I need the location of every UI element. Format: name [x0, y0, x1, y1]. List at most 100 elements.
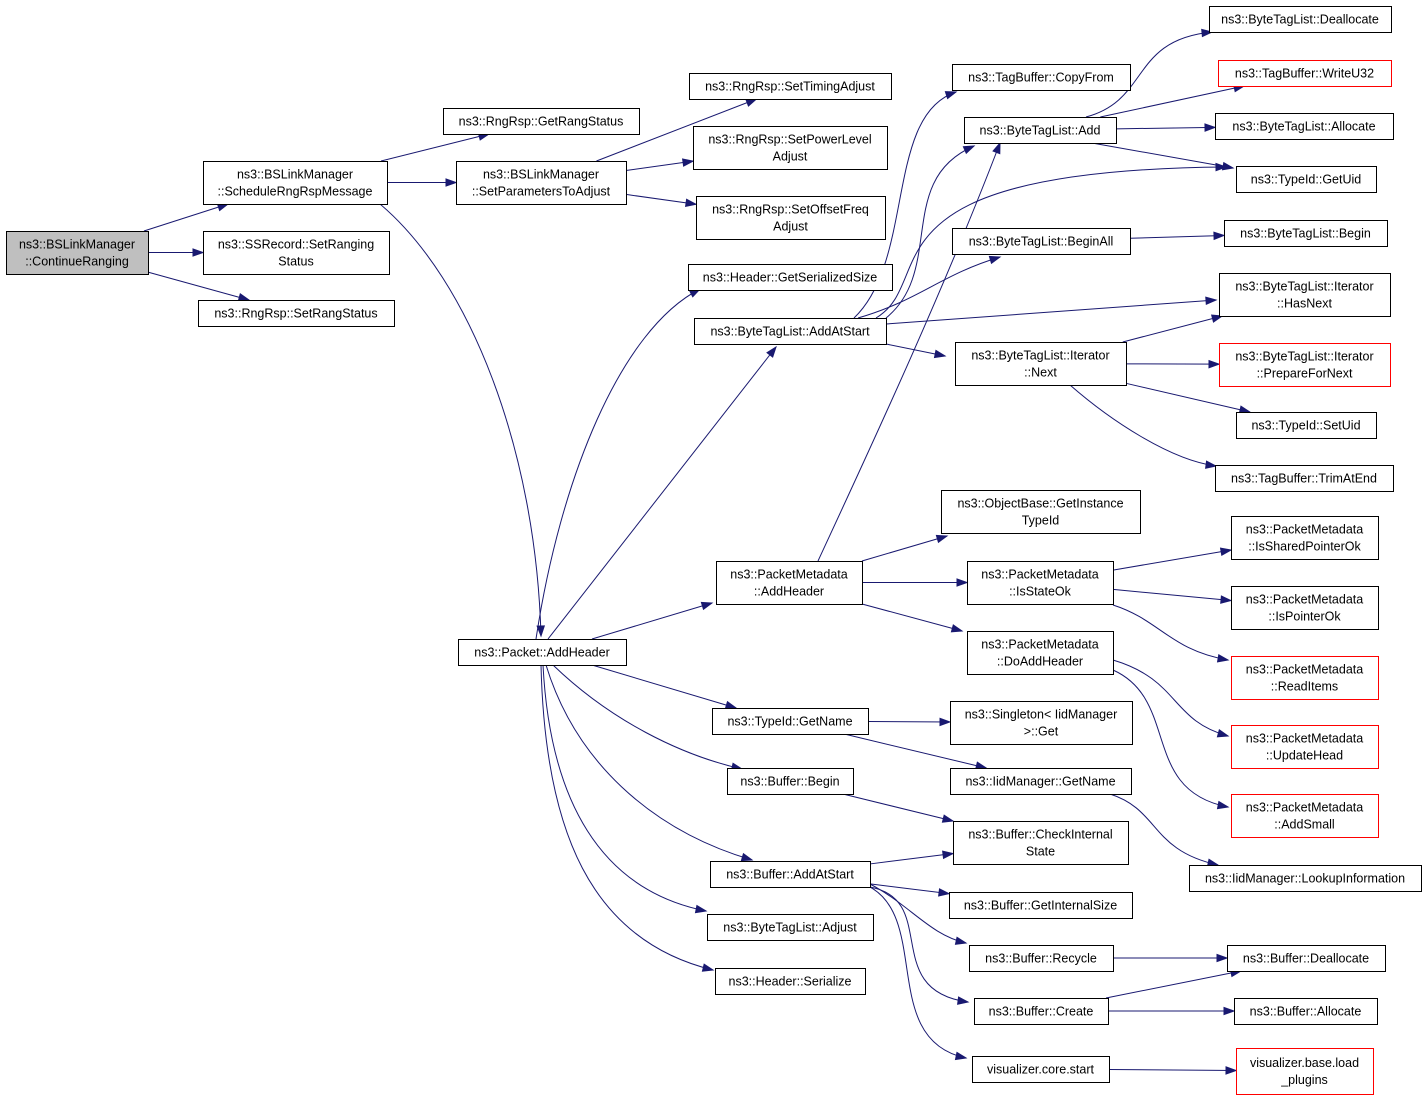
graph-node[interactable]: ns3::IidManager::GetName — [950, 768, 1132, 795]
arrowhead — [1216, 729, 1230, 738]
graph-node[interactable]: ns3::BSLinkManager::ContinueRanging — [6, 231, 149, 275]
node-label-line: Adjust — [773, 150, 808, 164]
graph-node[interactable]: ns3::Buffer::Allocate — [1234, 998, 1378, 1025]
node-box — [712, 708, 869, 735]
node-box — [715, 968, 866, 995]
node-label-line: ns3::Packet::AddHeader — [474, 646, 610, 660]
node-label-line: ns3::Buffer::GetInternalSize — [964, 899, 1117, 913]
node-box — [952, 228, 1131, 255]
graph-node[interactable]: ns3::TypeId::SetUid — [1236, 412, 1377, 439]
arrowhead — [1208, 359, 1221, 369]
edge-n5-n9 — [625, 193, 698, 208]
node-box — [1231, 725, 1379, 769]
graph-node[interactable]: ns3::TagBuffer::WriteU32 — [1218, 60, 1392, 87]
arrowhead — [192, 248, 205, 257]
node-label-line: ns3::ByteTagList::Allocate — [1232, 120, 1375, 134]
node-box — [950, 768, 1132, 795]
graph-node[interactable]: visualizer.base.load _plugins — [1236, 1048, 1374, 1095]
graph-node[interactable]: ns3::Buffer::AddAtStart — [710, 861, 871, 888]
node-label-line: ns3::Buffer::AddAtStart — [726, 868, 854, 882]
graph-node[interactable]: ns3::ByteTagList::Iterator::HasNext — [1219, 273, 1391, 317]
edge-n6-n17 — [540, 664, 715, 972]
graph-node[interactable]: ns3::PacketMetadata::AddHeader — [716, 561, 863, 605]
graph-node[interactable]: ns3::Buffer::Deallocate — [1227, 945, 1386, 972]
node-label-line: ::AddSmall — [1274, 818, 1334, 832]
edge-n20-n36 — [1129, 231, 1226, 241]
graph-node[interactable]: ns3::PacketMetadata::IsSharedPointerOk — [1231, 516, 1379, 560]
node-box — [974, 998, 1109, 1025]
edge-n5-n8 — [625, 158, 695, 172]
node-label-line: ns3::BSLinkManager — [19, 238, 135, 252]
node-box — [1218, 60, 1392, 87]
node-label-line: ns3::RngRsp::GetRangStatus — [459, 115, 624, 129]
graph-node[interactable]: ns3::Buffer::GetInternalSize — [949, 892, 1133, 919]
graph-node[interactable]: ns3::TagBuffer::CopyFrom — [952, 64, 1131, 91]
graph-node[interactable]: ns3::Buffer::Recycle — [969, 945, 1114, 972]
graph-node[interactable]: ns3::PacketMetadata::ReadItems — [1231, 656, 1379, 700]
graph-node[interactable]: ns3::PacketMetadata::AddSmall — [1231, 794, 1379, 838]
edge-n11-n18 — [853, 91, 958, 319]
graph-node[interactable]: ns3::Packet::AddHeader — [458, 639, 627, 666]
graph-node[interactable]: visualizer.core.start — [972, 1056, 1110, 1083]
arrowhead — [933, 349, 947, 359]
node-box — [1219, 273, 1391, 317]
graph-node[interactable]: ns3::Buffer::Create — [974, 998, 1109, 1025]
graph-node[interactable]: ns3::ByteTagList::Iterator::PrepareForNe… — [1219, 343, 1391, 387]
graph-node[interactable]: ns3::ByteTagList::BeginAll — [952, 228, 1131, 255]
node-box — [1231, 586, 1379, 630]
graph-node[interactable]: ns3::PacketMetadata::UpdateHead — [1231, 725, 1379, 769]
graph-node[interactable]: ns3::ByteTagList::Allocate — [1215, 113, 1394, 140]
arrowhead — [957, 996, 970, 1005]
graph-node[interactable]: ns3::TypeId::GetName — [712, 708, 869, 735]
edge-n6-n12 — [591, 601, 714, 640]
graph-node[interactable]: ns3::Buffer::Begin — [727, 768, 854, 795]
graph-node[interactable]: ns3::RngRsp::SetTimingAdjust — [689, 73, 892, 100]
edge-n6-n10 — [535, 288, 702, 640]
graph-node[interactable]: ns3::PacketMetadata::DoAddHeader — [967, 631, 1114, 675]
graph-node[interactable]: ns3::Header::GetSerializedSize — [688, 264, 893, 291]
graph-node[interactable]: ns3::IidManager::LookupInformation — [1189, 865, 1422, 892]
graph-node[interactable]: ns3::ByteTagList::Adjust — [707, 914, 874, 941]
graph-node[interactable]: ns3::Header::Serialize — [715, 968, 866, 995]
graph-node[interactable]: ns3::TagBuffer::TrimAtEnd — [1215, 465, 1394, 492]
graph-nodes: ns3::BSLinkManager::ContinueRangingns3::… — [6, 6, 1422, 1095]
graph-node[interactable]: ns3::RngRsp::GetRangStatus — [443, 108, 640, 135]
graph-node[interactable]: ns3::ByteTagList::Deallocate — [1209, 6, 1392, 33]
graph-node[interactable]: ns3::BSLinkManager::SetParametersToAdjus… — [456, 161, 627, 205]
node-box — [953, 821, 1129, 865]
edge-n24-n44 — [1112, 659, 1230, 738]
node-label-line: ns3::Singleton< IidManager — [965, 708, 1118, 722]
arrowhead — [944, 91, 958, 100]
arrowhead — [1223, 1006, 1236, 1016]
node-box — [969, 945, 1114, 972]
graph-node[interactable]: ns3::BSLinkManager::ScheduleRngRspMessag… — [203, 161, 388, 205]
edge-n21-n37 — [1122, 314, 1224, 343]
node-label-line: ns3::PacketMetadata — [1246, 732, 1363, 746]
graph-node[interactable]: ns3::ByteTagList::AddAtStart — [694, 318, 887, 345]
node-box — [1236, 166, 1377, 193]
node-label-line: ::HasNext — [1277, 297, 1332, 311]
node-label-line: ::IsSharedPointerOk — [1248, 540, 1361, 554]
node-label-line: visualizer.base.load — [1250, 1056, 1359, 1070]
node-label-line: ns3::ByteTagList::AddAtStart — [710, 325, 870, 339]
graph-node[interactable]: ns3::ByteTagList::Add — [964, 117, 1117, 144]
graph-node[interactable]: ns3::Singleton< IidManager>::Get — [950, 701, 1133, 745]
node-box — [696, 196, 886, 240]
node-label-line: ns3::Buffer::CheckInternal — [968, 828, 1112, 842]
graph-node[interactable]: ns3::ByteTagList::Begin — [1224, 220, 1388, 247]
graph-node[interactable]: ns3::PacketMetadata::IsStateOk — [967, 561, 1114, 605]
graph-node[interactable]: ns3::PacketMetadata::IsPointerOk — [1231, 586, 1379, 630]
node-box — [952, 64, 1131, 91]
graph-node[interactable]: ns3::TypeId::GetUid — [1236, 166, 1377, 193]
graph-node[interactable]: ns3::RngRsp::SetRangStatus — [198, 300, 395, 327]
graph-node[interactable]: ns3::ByteTagList::Iterator::Next — [955, 342, 1127, 386]
node-label-line: ns3::TypeId::SetUid — [1251, 419, 1360, 433]
node-label-line: TypeId — [1022, 514, 1060, 528]
node-label-line: _plugins — [1280, 1073, 1328, 1087]
